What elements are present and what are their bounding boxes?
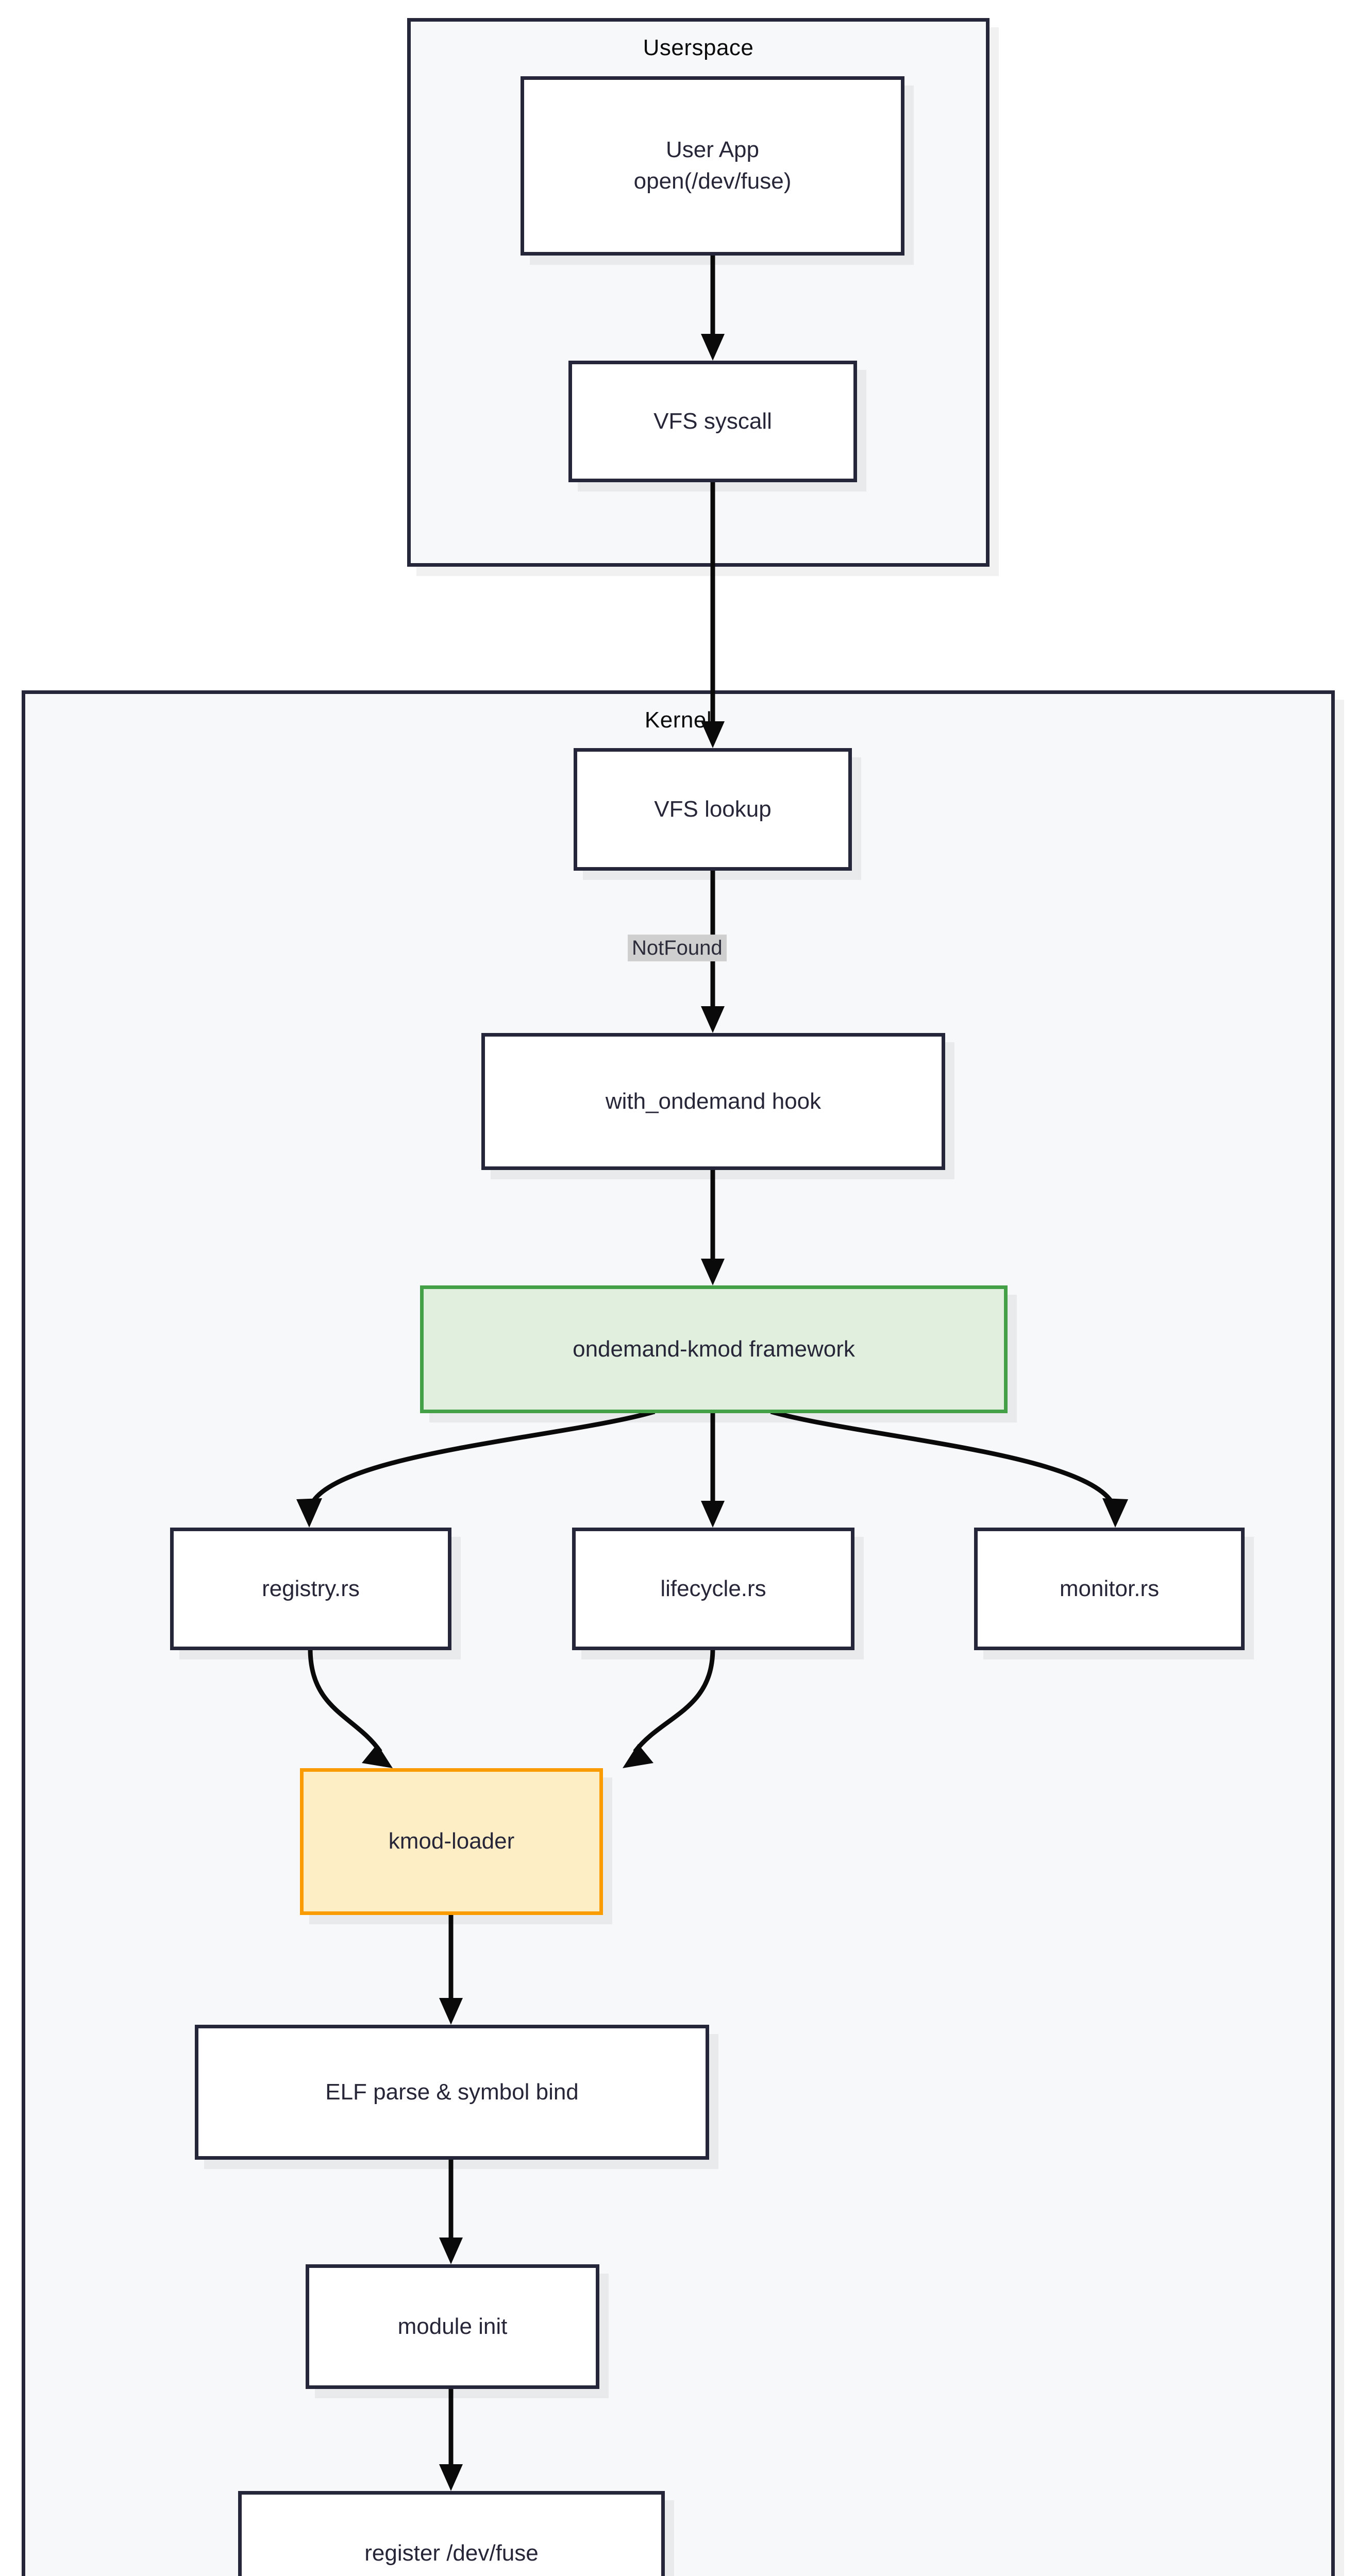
node-monitor-rs[interactable]: monitor.rs [974, 1528, 1245, 1650]
node-user-app-line1: User App [666, 137, 759, 163]
subgraph-userspace-label: Userspace [643, 35, 754, 60]
node-user-app-label: User App open(/dev/fuse) [623, 134, 803, 197]
subgraph-kernel-label: Kernel [644, 707, 712, 733]
node-kmod-loader-label: kmod-loader [388, 1828, 515, 1854]
node-kmod-loader[interactable]: kmod-loader [300, 1768, 603, 1915]
node-with-ondemand-hook[interactable]: with_ondemand hook [481, 1033, 945, 1170]
node-registry-rs-label: registry.rs [262, 1575, 360, 1601]
edge-label-notfound: NotFound [628, 935, 727, 961]
node-elf-parse-symbol-bind[interactable]: ELF parse & symbol bind [195, 2025, 709, 2160]
node-user-app[interactable]: User App open(/dev/fuse) [521, 76, 904, 256]
node-lifecycle-rs-label: lifecycle.rs [660, 1575, 766, 1601]
node-module-init-label: module init [397, 2313, 508, 2339]
node-ondemand-kmod-framework[interactable]: ondemand-kmod framework [420, 1285, 1008, 1413]
node-register-dev-fuse-label: register /dev/fuse [364, 2540, 539, 2566]
node-vfs-lookup-label: VFS lookup [654, 796, 772, 822]
node-monitor-rs-label: monitor.rs [1059, 1575, 1160, 1601]
node-ondemand-kmod-framework-label: ondemand-kmod framework [573, 1336, 855, 1362]
node-user-app-line2: open(/dev/fuse) [633, 168, 792, 194]
node-vfs-syscall[interactable]: VFS syscall [568, 361, 857, 482]
node-elf-parse-symbol-bind-label: ELF parse & symbol bind [325, 2079, 579, 2105]
node-vfs-lookup[interactable]: VFS lookup [574, 748, 852, 871]
node-with-ondemand-hook-label: with_ondemand hook [605, 1088, 821, 1114]
node-vfs-syscall-label: VFS syscall [653, 408, 772, 434]
node-module-init[interactable]: module init [306, 2264, 599, 2389]
node-registry-rs[interactable]: registry.rs [170, 1528, 451, 1650]
node-register-dev-fuse[interactable]: register /dev/fuse [238, 2491, 665, 2576]
node-lifecycle-rs[interactable]: lifecycle.rs [572, 1528, 854, 1650]
